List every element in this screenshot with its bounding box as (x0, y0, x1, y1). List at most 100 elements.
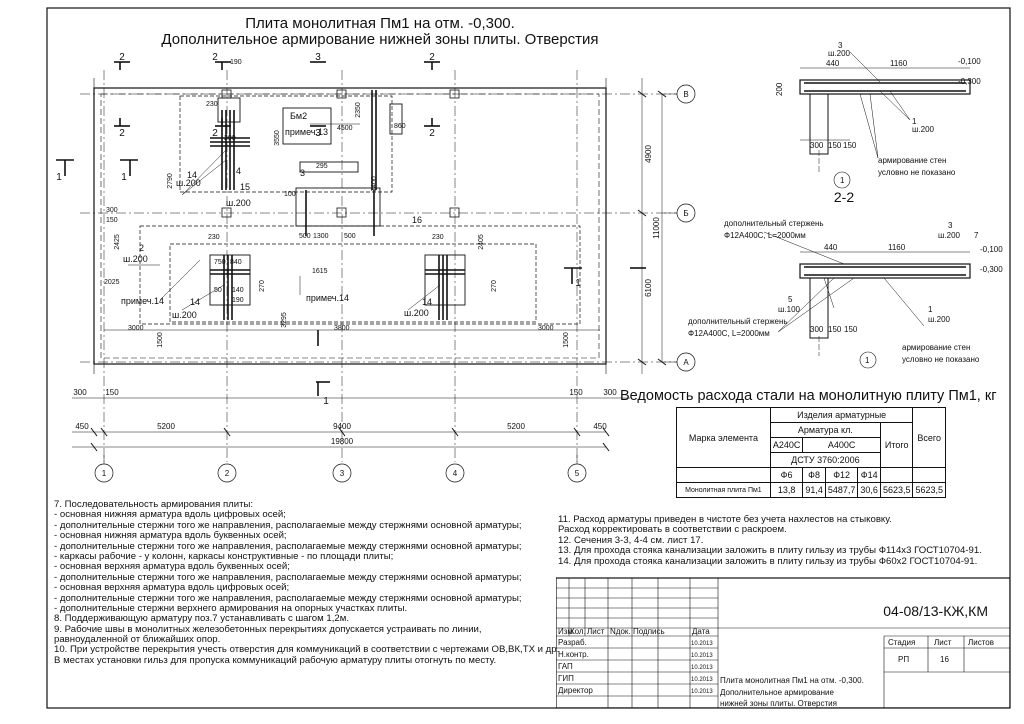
stamp-date-5: 10.2013 (691, 689, 713, 695)
label-14b: 14 (190, 297, 200, 307)
dim-1500b: 1500 (563, 332, 570, 348)
note-line: - дополнительные стержни того же направл… (54, 592, 522, 604)
section-mark-2d: 2 (119, 128, 125, 139)
dim-50: 50 (214, 287, 222, 294)
section-mark-1d: 1 (323, 396, 329, 407)
label-sh200c: ш.200 (123, 254, 148, 264)
section11-label-sh200a: ш.200 (828, 49, 851, 58)
section-mark-1b: 1 (121, 172, 127, 183)
note-line: - дополнительные стержни верхнего армиро… (54, 602, 408, 614)
axis-label-v: В (683, 90, 688, 99)
drawing-title-line2: Дополнительное армирование нижней зоны п… (161, 31, 599, 48)
section11-label-3: 3 (838, 41, 843, 50)
bom-row-f12: 5487,7 (824, 482, 859, 498)
label-14a: 14 (187, 170, 197, 180)
dim-190a: 190 (230, 59, 242, 66)
stamp-h-kol: Кол. (570, 627, 586, 636)
dim-5200-left: 5200 (157, 422, 175, 431)
section-marks (56, 61, 646, 396)
section22-bar1: дополнительный стержень (724, 219, 824, 228)
note-line: - основная верхняя арматура вдоль цифров… (54, 582, 290, 594)
label-3: 3 (300, 168, 305, 178)
dim-2350: 2350 (355, 102, 362, 118)
stamp-sheet-title3: нижней зоны плиты. Отверстия (720, 699, 837, 708)
dim-300: 300 (106, 207, 118, 214)
label-14c: 14 (422, 297, 432, 307)
drawing-title: Плита монолитная Пм1 на отм. -0,300. Доп… (120, 16, 640, 48)
axis-label-a: А (683, 358, 689, 367)
dim-2405: 2405 (478, 234, 485, 250)
label-15: 15 (240, 182, 250, 192)
dim-230b: 230 (432, 234, 444, 241)
stamp-h-podp: Подпись (633, 627, 665, 636)
bom-col-f14: Ф14 (857, 467, 881, 483)
label-sh200e: ш.200 (404, 308, 429, 318)
bom-title: Ведомость расхода стали на монолитную пл… (620, 388, 997, 404)
bom-h-all: Всего (912, 407, 946, 468)
notes-left: 7. Последовательность армирования плиты:… (54, 499, 559, 666)
stamp-h-data: Дата (692, 627, 710, 636)
dim-edge-300-right: 300 (603, 388, 617, 397)
dim-2425: 2425 (114, 234, 121, 250)
bom-row-f8: 91,4 (802, 482, 826, 498)
stamp-sheet-title1: Плита монолитная Пм1 на отм. -0,300. (720, 676, 864, 685)
bom-h-a240: А240С (769, 437, 804, 453)
stamp-role-nkontr: Н.контр. (558, 650, 589, 659)
note-line: 8. Поддерживающую арматуру поз.7 устанав… (54, 613, 349, 625)
section-mark-2c: 2 (429, 52, 435, 63)
axis-label-4: 4 (453, 469, 458, 478)
dim-3295: 3295 (281, 312, 288, 328)
rebar-bundles (210, 90, 465, 320)
section22-bar2spec: Ф12А400С, L=2000мм (688, 329, 770, 338)
section11-dim-150a: 150 (828, 141, 842, 150)
section22-label-sh100: ш.100 (778, 305, 801, 314)
section-mark-2b: 2 (212, 52, 218, 63)
dim-270b: 270 (491, 280, 498, 292)
dim-11000: 11000 (652, 217, 661, 239)
section11-note1: армирование стен (878, 156, 946, 165)
stamp-role-director: Директор (558, 686, 593, 695)
dim-150: 150 (106, 217, 118, 224)
bom-col-f8: Ф8 (802, 467, 826, 483)
dim-edge-300-left: 300 (73, 388, 87, 397)
dim-230a: 230 (208, 234, 220, 241)
dim-200: 200 (224, 135, 236, 142)
axis-label-5: 5 (575, 469, 580, 478)
dim-2025: 2025 (104, 279, 120, 286)
section11-title: 1-1 (834, 40, 854, 41)
section11-dim-1160: 1160 (890, 59, 908, 68)
section22-bar1spec: Ф12А400С, L=2000мм (724, 231, 806, 240)
note-line: Расход корректировать в соответствии с р… (558, 524, 787, 536)
section22-dim-150b: 150 (844, 325, 858, 334)
section11-level-2: -0,300 (958, 77, 981, 86)
note-line: - основная нижняя арматура вдоль буквенн… (54, 530, 287, 542)
label-primech14a: примеч.14 (121, 296, 164, 306)
dim-140: 140 (232, 287, 244, 294)
section22-label-7: 7 (974, 231, 979, 240)
dim-1400: 1400 (371, 176, 378, 192)
dim-3800: 3800 (334, 325, 350, 332)
note-line: - основная нижняя арматура вдоль цифровы… (54, 509, 286, 521)
section22-label-3: 3 (948, 221, 953, 230)
section22-label-sh200b: ш.200 (928, 315, 951, 324)
dim-1500a: 1500 (157, 332, 164, 348)
dim-190b: 190 (232, 297, 244, 304)
stamp-list: 16 (940, 655, 949, 664)
bom-table: Марка элемента Изделия арматурные Всего … (676, 407, 946, 498)
bom-h-class: Арматура кл. (769, 422, 881, 438)
section-1-1: 1-1 440 1160 300 150 150 3 ш.200 1 ш.200… (775, 40, 981, 189)
note-line: 13. Для прохода стояка канализации залож… (558, 545, 982, 557)
dim-500b: 500 (344, 233, 356, 240)
section22-level-2: -0,300 (980, 265, 1003, 274)
dim-edge-150-right: 150 (569, 388, 583, 397)
bom-h-items: Изделия арматурные (769, 407, 914, 423)
stamp-h-listov: Листов (968, 638, 994, 647)
section-2-2: 2-2 дополнительный стержень Ф12А400С, L=… (688, 189, 1003, 369)
section22-dim-300: 300 (810, 325, 824, 334)
dim-3550: 3550 (274, 130, 281, 146)
section11-dim-150b: 150 (843, 141, 857, 150)
section-mark-2a: 2 (119, 52, 125, 63)
note-line: - каркасы рабочие - у колонн, каркасы ко… (54, 550, 394, 562)
section22-bar2: дополнительный стержень (688, 317, 788, 326)
